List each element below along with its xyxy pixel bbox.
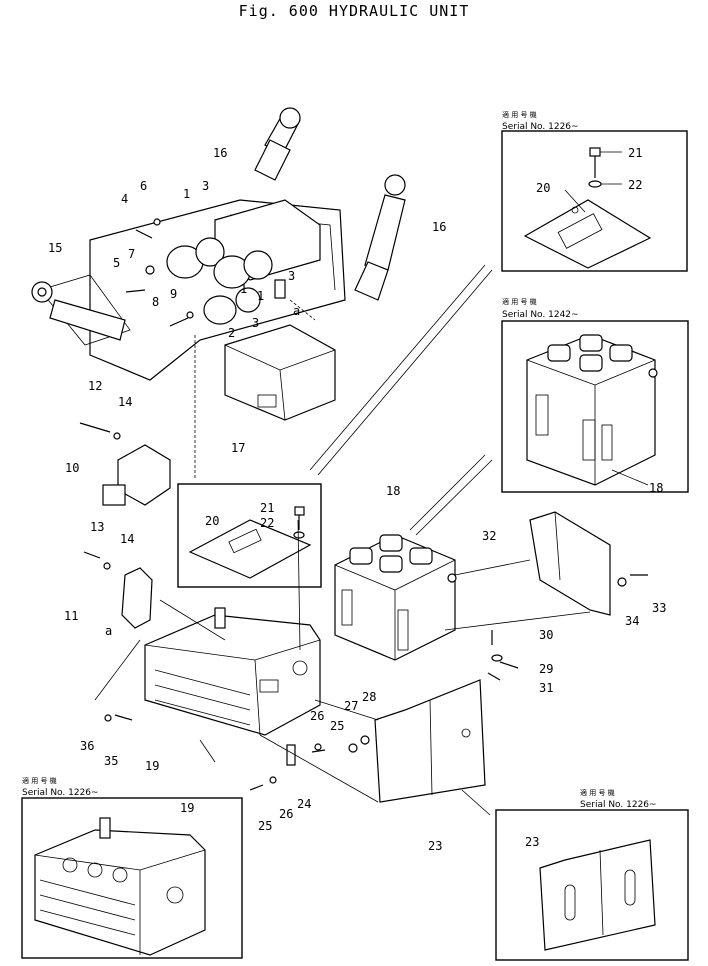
figure-title: Fig. 600 HYDRAULIC UNIT	[238, 2, 470, 20]
callout-35: 35	[104, 754, 118, 768]
callout-27: 27	[344, 699, 358, 713]
inset-mid-right: 適 用 号 機 Serial No. 1242~	[501, 297, 689, 493]
callout-3: 3	[202, 179, 209, 193]
callout-15: 15	[48, 241, 62, 255]
callout-31: 31	[539, 681, 553, 695]
callout-19: 19	[145, 759, 159, 773]
callout-3: 3	[288, 269, 295, 283]
callout-17: 17	[231, 441, 245, 455]
valves	[79, 422, 171, 629]
inset-jp: 適 用 号 機	[22, 776, 57, 785]
inset-bottom-left: 適 用 号 機 Serial No. 1226~	[21, 776, 243, 959]
callout-34: 34	[625, 614, 639, 628]
bracket	[529, 511, 648, 616]
inset-serial: Serial No. 1242~	[502, 310, 579, 320]
callout-36: 36	[80, 739, 94, 753]
inset-jp: 適 用 号 機	[502, 297, 537, 306]
callout-25: 25	[258, 819, 272, 833]
callout-12: 12	[88, 379, 102, 393]
callout-21: 21	[628, 146, 642, 160]
cover	[374, 679, 486, 803]
callout-30: 30	[539, 628, 553, 642]
callout-20: 20	[205, 514, 219, 528]
inset-bottom-right: 適 用 号 機 Serial No. 1226~	[495, 788, 689, 961]
callout-25: 25	[330, 719, 344, 733]
plate-inset-mid	[177, 483, 322, 588]
callout-28: 28	[362, 690, 376, 704]
leader-lines	[94, 264, 591, 816]
inset-serial: Serial No. 1226~	[580, 800, 657, 810]
callout-22: 22	[260, 516, 274, 530]
callout-14: 14	[120, 532, 134, 546]
inset-serial: Serial No. 1226~	[22, 788, 99, 798]
callout-20: 20	[536, 181, 550, 195]
callout-21: 21	[260, 501, 274, 515]
frame	[114, 607, 321, 736]
callout-3: 3	[252, 316, 259, 330]
callout-33: 33	[652, 601, 666, 615]
callout-5: 5	[113, 256, 120, 270]
callout-18: 18	[386, 484, 400, 498]
callout-26: 26	[310, 709, 324, 723]
callout-4: 4	[121, 192, 128, 206]
callout-13: 13	[90, 520, 104, 534]
callout-1: 1	[240, 282, 247, 296]
callout-labels: 21 22 20 18 16 16 6 1 3 4 15 7 5 3 1 1 8…	[48, 146, 666, 853]
callout-23: 23	[428, 839, 442, 853]
tank	[334, 534, 457, 661]
callout-29: 29	[539, 662, 553, 676]
callout-9: 9	[170, 287, 177, 301]
callout-23: 23	[525, 835, 539, 849]
callout-8: 8	[152, 295, 159, 309]
callout-22: 22	[628, 178, 642, 192]
callout-18: 18	[649, 481, 663, 495]
callout-26: 26	[279, 807, 293, 821]
callout-14: 14	[118, 395, 132, 409]
callout-11: 11	[64, 609, 78, 623]
callout-7: 7	[128, 247, 135, 261]
inset-serial: Serial No. 1226~	[502, 122, 579, 132]
callout-24: 24	[297, 797, 311, 811]
callout-16: 16	[213, 146, 227, 160]
callout-19: 19	[180, 801, 194, 815]
inset-jp: 適 用 号 機	[580, 788, 615, 797]
pump-assembly	[31, 107, 406, 480]
inset-top-right: 適 用 号 機 Serial No. 1226~	[501, 110, 688, 272]
callout-2: 2	[228, 326, 235, 340]
inset-jp: 適 用 号 機	[502, 110, 537, 119]
callout-32: 32	[482, 529, 496, 543]
callout-1: 1	[257, 289, 264, 303]
callout-a: a	[105, 624, 112, 638]
callout-10: 10	[65, 461, 79, 475]
callout-6: 6	[140, 179, 147, 193]
callout-1: 1	[183, 187, 190, 201]
callout-16: 16	[432, 220, 446, 234]
callout-a: a	[293, 304, 300, 318]
